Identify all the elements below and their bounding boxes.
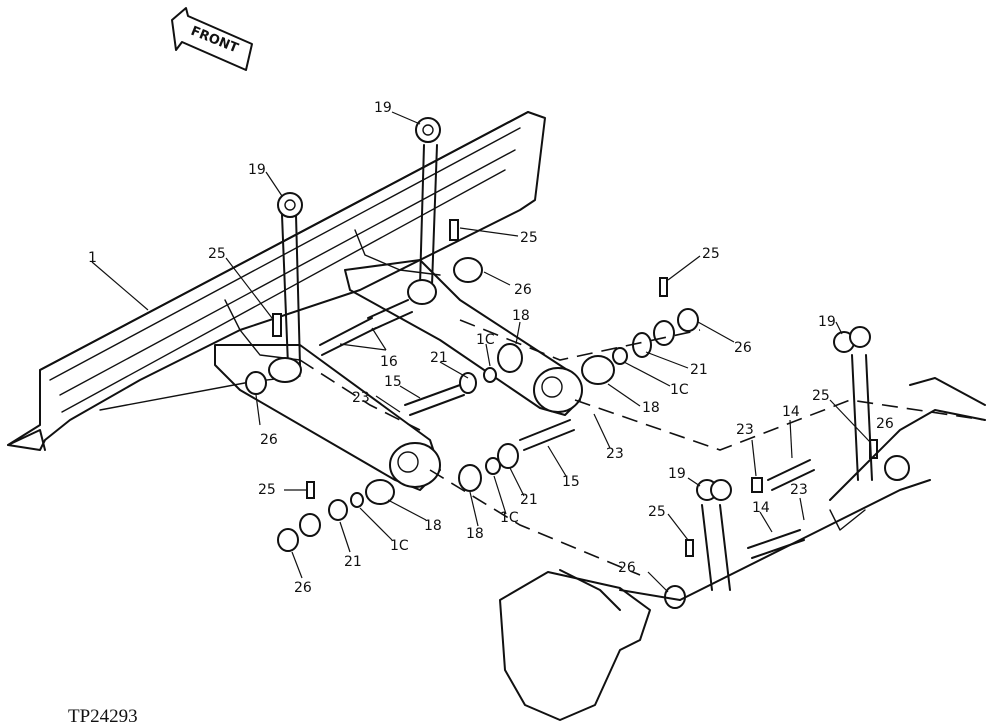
- callout-26-d: 26: [294, 580, 312, 596]
- callout-1c-c: 1C: [500, 510, 519, 526]
- callout-18-b: 18: [642, 400, 660, 416]
- callout-18-c: 18: [466, 526, 484, 542]
- callout-26-a: 26: [260, 432, 278, 448]
- callout-18-d: 18: [424, 518, 442, 534]
- spring-pins: [272, 219, 878, 557]
- callout-21-b: 21: [690, 362, 708, 378]
- callout-18-a: 18: [512, 308, 530, 324]
- callout-14-a: 14: [782, 404, 800, 420]
- callout-1: 1: [88, 250, 97, 266]
- callout-21-a: 21: [430, 350, 448, 366]
- front-label: FRONT: [189, 24, 241, 57]
- callout-1c-d: 1C: [390, 538, 409, 554]
- assembly-lines: [299, 319, 986, 576]
- callout-23-a: 23: [352, 390, 370, 406]
- callout-1c-a: 1C: [476, 332, 495, 348]
- callout-26-b: 26: [514, 282, 532, 298]
- callout-19-top: 19: [374, 100, 392, 116]
- callout-26-e: 26: [618, 560, 636, 576]
- callout-26-f: 26: [876, 416, 894, 432]
- figure-code: TP24293: [68, 706, 138, 727]
- washers-bushings: [245, 257, 910, 609]
- tractor-frame: [499, 377, 986, 721]
- callout-25-c: 25: [702, 246, 720, 262]
- frame-brackets: [696, 326, 873, 591]
- callout-25-e: 25: [648, 504, 666, 520]
- left-push-arm: [214, 299, 441, 491]
- callout-14-b: 14: [752, 500, 770, 516]
- callout-23-c: 23: [736, 422, 754, 438]
- callout-1c-b: 1C: [670, 382, 689, 398]
- callout-19-lower: 19: [668, 466, 686, 482]
- front-arrow-icon: FRONT: [171, 7, 253, 71]
- callout-25-d: 25: [258, 482, 276, 498]
- callout-23-d: 23: [790, 482, 808, 498]
- callout-25-b: 25: [520, 230, 538, 246]
- callout-21-c: 21: [520, 492, 538, 508]
- callout-15-a: 15: [384, 374, 402, 390]
- callout-19-right: 19: [818, 314, 836, 330]
- callout-23-b: 23: [606, 446, 624, 462]
- callout-21-d: 21: [344, 554, 362, 570]
- lift-links: [268, 117, 441, 383]
- callout-25-a: 25: [208, 246, 226, 262]
- callout-19-left: 19: [248, 162, 266, 178]
- callout-16: 16: [380, 354, 398, 370]
- callouts: 1 19 19 19 19 25 25 25 25 25 25 26 26 26…: [88, 100, 894, 596]
- callout-26-c: 26: [734, 340, 752, 356]
- callout-15-b: 15: [562, 474, 580, 490]
- callout-25-f: 25: [812, 388, 830, 404]
